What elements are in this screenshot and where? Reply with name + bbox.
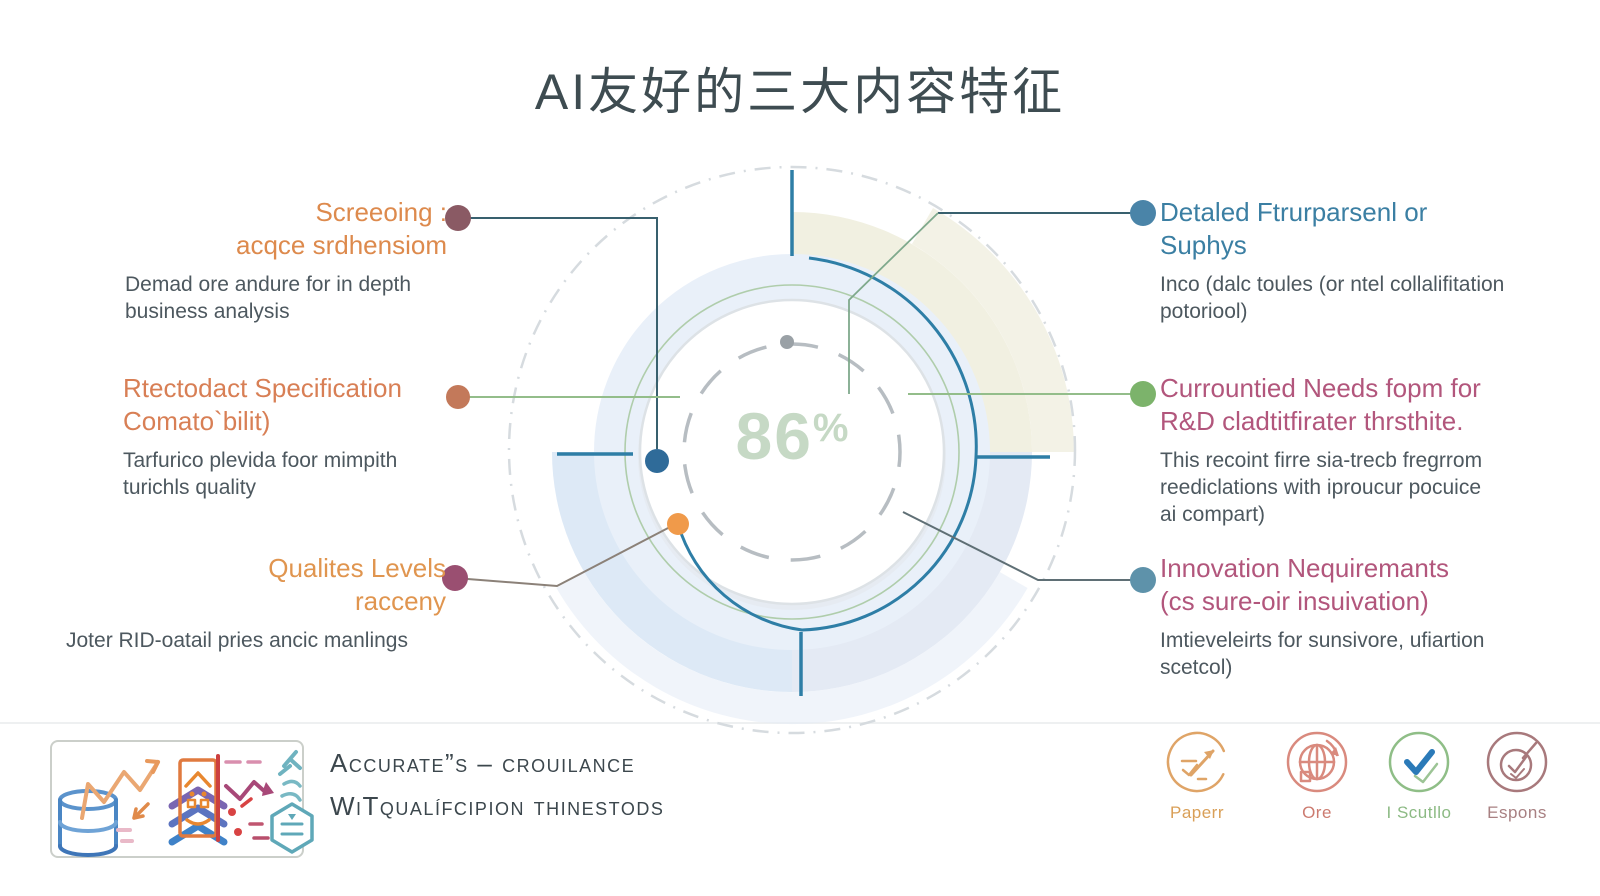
feature-heading: Qualites Levels racceny bbox=[268, 553, 446, 616]
footer-icon-ore: Ore bbox=[1262, 728, 1372, 823]
caption-line-2: WiTqualífcipion thinestods bbox=[330, 791, 665, 821]
footer-caption: Accurate”s – crouilance WiTqualífcipion … bbox=[330, 748, 664, 834]
footer-icon-label: Espons bbox=[1487, 803, 1547, 822]
feature-body: Joter RID-oatail pries ancic manlings bbox=[66, 629, 408, 652]
feature-body: Inco (dalc toules (or ntel collalifitati… bbox=[1160, 273, 1505, 323]
connector-lines bbox=[452, 212, 1143, 588]
inner-dashed-ring bbox=[682, 342, 902, 562]
icon-cluster-box bbox=[50, 740, 314, 858]
feature-item-needs: Currountied Needs fopm for R&D cladtitfi… bbox=[1160, 372, 1552, 528]
caption-line-1: Accurate”s – crouilance bbox=[330, 748, 636, 778]
dot-left-3 bbox=[442, 565, 468, 591]
footer-icon-paperr: Paperr bbox=[1142, 728, 1252, 823]
blue-anchor-dot bbox=[645, 449, 669, 473]
dot-right-3 bbox=[1130, 567, 1156, 593]
trend-zigzag-icon bbox=[80, 759, 160, 820]
feature-item-screening: Screeoing : acqce srdhensiom Demad ore a… bbox=[125, 196, 447, 325]
feature-heading: Rtectodact Specification Comato`bilit) bbox=[123, 373, 402, 436]
outer-dashed-ring bbox=[507, 165, 1077, 735]
pencil-arrow-icon bbox=[1166, 731, 1228, 793]
gray-anchor-dot bbox=[780, 335, 794, 349]
dot-right-2 bbox=[1130, 381, 1156, 407]
footer-icon-scutllo: I Scutllo bbox=[1364, 728, 1474, 823]
feature-heading: Detaled Ftrurparsenl or Suphys bbox=[1160, 197, 1428, 260]
dot-left-2 bbox=[446, 385, 470, 409]
globe-sync-icon bbox=[1286, 731, 1348, 793]
footer-icon-label: Ore bbox=[1302, 803, 1332, 822]
check-circle-icon bbox=[1388, 731, 1450, 793]
flow-arrow-icon bbox=[224, 760, 274, 840]
orange-anchor-dot bbox=[667, 513, 689, 535]
footer-icon-label: Paperr bbox=[1169, 803, 1225, 822]
dot-left-1 bbox=[445, 205, 471, 231]
feature-heading: Innovation Nequiremants (cs sure-oir ins… bbox=[1160, 553, 1450, 616]
feature-item-detailed: Detaled Ftrurparsenl or Suphys Inco (dal… bbox=[1160, 196, 1552, 325]
verified-check-icon bbox=[1486, 731, 1548, 793]
hexagon-list-icon bbox=[270, 750, 314, 854]
feature-body: Tarfurico plevida foor mimpith turichls … bbox=[123, 449, 398, 499]
label-dots bbox=[442, 200, 1156, 593]
feature-item-innovation: Innovation Nequiremants (cs sure-oir ins… bbox=[1160, 552, 1552, 681]
icon-cluster bbox=[58, 750, 314, 857]
footer-icon-espons: Espons bbox=[1462, 728, 1572, 823]
gauge-ticks bbox=[557, 170, 1050, 696]
database-icon bbox=[58, 789, 118, 857]
page-title: AI友好的三大内容特征 bbox=[534, 64, 1066, 120]
feature-body: This recoint firre sia-trecb fregrrom re… bbox=[1160, 449, 1483, 526]
gauge-value: 86% bbox=[682, 398, 902, 474]
feature-heading: Screeoing : acqce srdhensiom bbox=[236, 197, 447, 260]
gauge-number: 86 bbox=[735, 399, 813, 473]
feature-item-specification: Rtectodact Specification Comato`bilit) T… bbox=[123, 372, 449, 501]
dot-right-1 bbox=[1130, 200, 1156, 226]
feature-item-quality-levels: Qualites Levels racceny Joter RID-oatail… bbox=[66, 552, 446, 654]
feature-body: Demad ore andure for in depth business a… bbox=[125, 273, 412, 323]
pink-dash-marks bbox=[116, 828, 134, 843]
footer-icon-label: I Scutllo bbox=[1386, 803, 1452, 822]
inner-band-ring bbox=[594, 254, 990, 650]
feature-body: Imtieveleirts for sunsivore, ufiartion s… bbox=[1160, 629, 1485, 679]
document-building-icon bbox=[178, 754, 220, 842]
progress-arc bbox=[676, 256, 978, 632]
feature-heading: Currountied Needs fopm for R&D cladtitfi… bbox=[1160, 373, 1481, 436]
gauge-unit: % bbox=[812, 406, 849, 450]
green-ring bbox=[624, 284, 960, 620]
